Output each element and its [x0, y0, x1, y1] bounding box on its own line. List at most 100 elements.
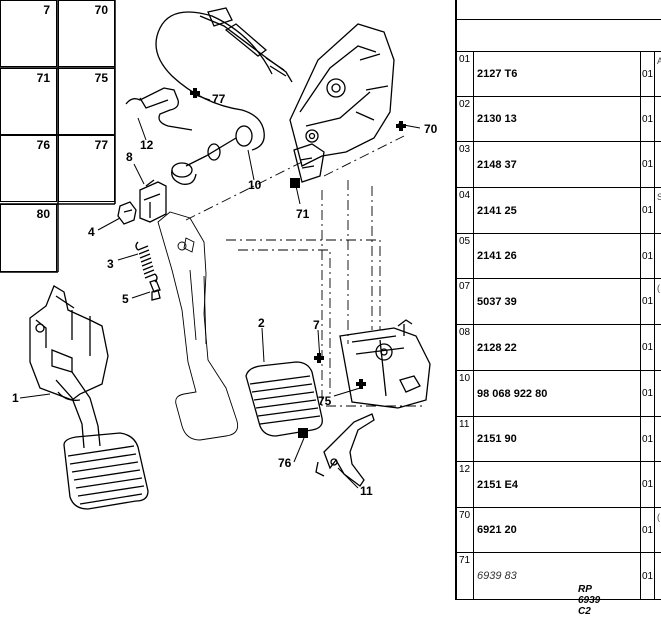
screw-5-drawing [149, 279, 161, 301]
part-reference: 6921 20 [474, 508, 641, 552]
clip-4-drawing [117, 201, 137, 225]
truncated-column [656, 325, 661, 370]
item-number: 05 [457, 234, 474, 278]
item-number: 71 [457, 553, 474, 599]
item-number: 10 [457, 371, 474, 416]
quantity: 01 [642, 553, 655, 599]
truncated-text: ( [657, 512, 660, 522]
brake-pedal-drawing [245, 361, 323, 437]
part-reference: 2128 22 [474, 325, 641, 370]
callout-5: 5 [122, 292, 129, 306]
exploded-diagram: 7 70 71 75 76 77 80 1 2 3 4 5 7 8 10 11 … [0, 0, 600, 617]
truncated-column [656, 417, 661, 461]
quantity: 01 [642, 462, 655, 507]
part-reference: 5037 39 [474, 279, 641, 324]
callout-75: 75 [318, 394, 332, 408]
quantity: 01 [642, 97, 655, 141]
callout-2: 2 [258, 316, 265, 330]
ref-number: 76 [36, 138, 50, 152]
callout-76: 76 [278, 456, 292, 470]
part-reference: 6939 83 [474, 553, 641, 599]
quantity: 01 [642, 279, 655, 324]
item-number: 01 [457, 52, 474, 96]
ref-cell-7: 7 [0, 0, 57, 67]
ref-number: 77 [94, 138, 108, 152]
callout-10: 10 [248, 178, 262, 192]
quantity: 01 [642, 325, 655, 370]
truncated-column [656, 371, 661, 416]
ref-cell-71: 71 [0, 68, 57, 135]
quantity: 01 [642, 142, 655, 187]
ref-number: 80 [36, 207, 50, 221]
item-number: 03 [457, 142, 474, 187]
ref-cell-76: 76 [0, 135, 57, 202]
callout-1: 1 [12, 391, 19, 405]
ref-cell-70: 70 [58, 0, 115, 67]
stop-bracket-11-drawing [315, 413, 375, 487]
ref-cell-75: 75 [58, 68, 115, 135]
callout-70: 70 [424, 122, 438, 136]
ref-number: 70 [94, 3, 108, 17]
ref-number: 71 [36, 71, 50, 85]
quantity: 01 [642, 371, 655, 416]
truncated-column: ( [656, 508, 661, 552]
item-number: 08 [457, 325, 474, 370]
leader-lines [19, 93, 421, 489]
item-number: 04 [457, 188, 474, 233]
callout-71: 71 [296, 207, 310, 221]
truncated-column: A [656, 52, 661, 96]
part-reference: 2141 26 [474, 234, 641, 278]
ref-number: 75 [94, 71, 108, 85]
callout-4: 4 [88, 225, 95, 239]
pedal-phantom-outline [157, 211, 239, 441]
part-reference: 2151 E4 [474, 462, 641, 507]
phantom-lines [185, 135, 422, 407]
part-reference: 2130 13 [474, 97, 641, 141]
parts-list-header [457, 0, 661, 52]
item-number: 70 [457, 508, 474, 552]
pedal-box-bracket [289, 23, 395, 183]
return-spring-drawing [135, 241, 158, 283]
clutch-pedal-drawing [29, 285, 149, 510]
callout-8: 8 [126, 150, 133, 164]
part-reference: 2151 90 [474, 417, 641, 461]
quantity: 01 [642, 188, 655, 233]
reference-parts-grid: 7 70 71 75 76 77 80 [0, 0, 115, 272]
part-reference: 2141 25 [474, 188, 641, 233]
truncated-column [656, 553, 661, 599]
part-reference: 2127 T6 [474, 52, 641, 96]
truncated-column [656, 234, 661, 278]
truncated-column: ( [656, 279, 661, 324]
quantity: 01 [642, 508, 655, 552]
truncated-text: S [657, 192, 661, 202]
truncated-text: ( [657, 283, 660, 293]
callout-77: 77 [212, 92, 226, 106]
switch-8-drawing [139, 179, 167, 223]
callout-7: 7 [313, 318, 320, 332]
ref-cell-80: 80 [0, 204, 57, 272]
clutch-cable-10-drawing [155, 7, 293, 185]
clip-12-drawing [125, 87, 193, 131]
quantity: 01 [642, 52, 655, 96]
truncated-text: A [657, 56, 661, 66]
truncated-column: S [656, 188, 661, 233]
ref-number: 7 [43, 3, 50, 17]
quantity: 01 [642, 417, 655, 461]
truncated-column [656, 142, 661, 187]
ref-cell-77: 77 [58, 135, 115, 202]
part-reference: 98 068 922 80 [474, 371, 641, 416]
marker-symbols [190, 88, 406, 438]
item-number: 02 [457, 97, 474, 141]
truncated-column [656, 97, 661, 141]
